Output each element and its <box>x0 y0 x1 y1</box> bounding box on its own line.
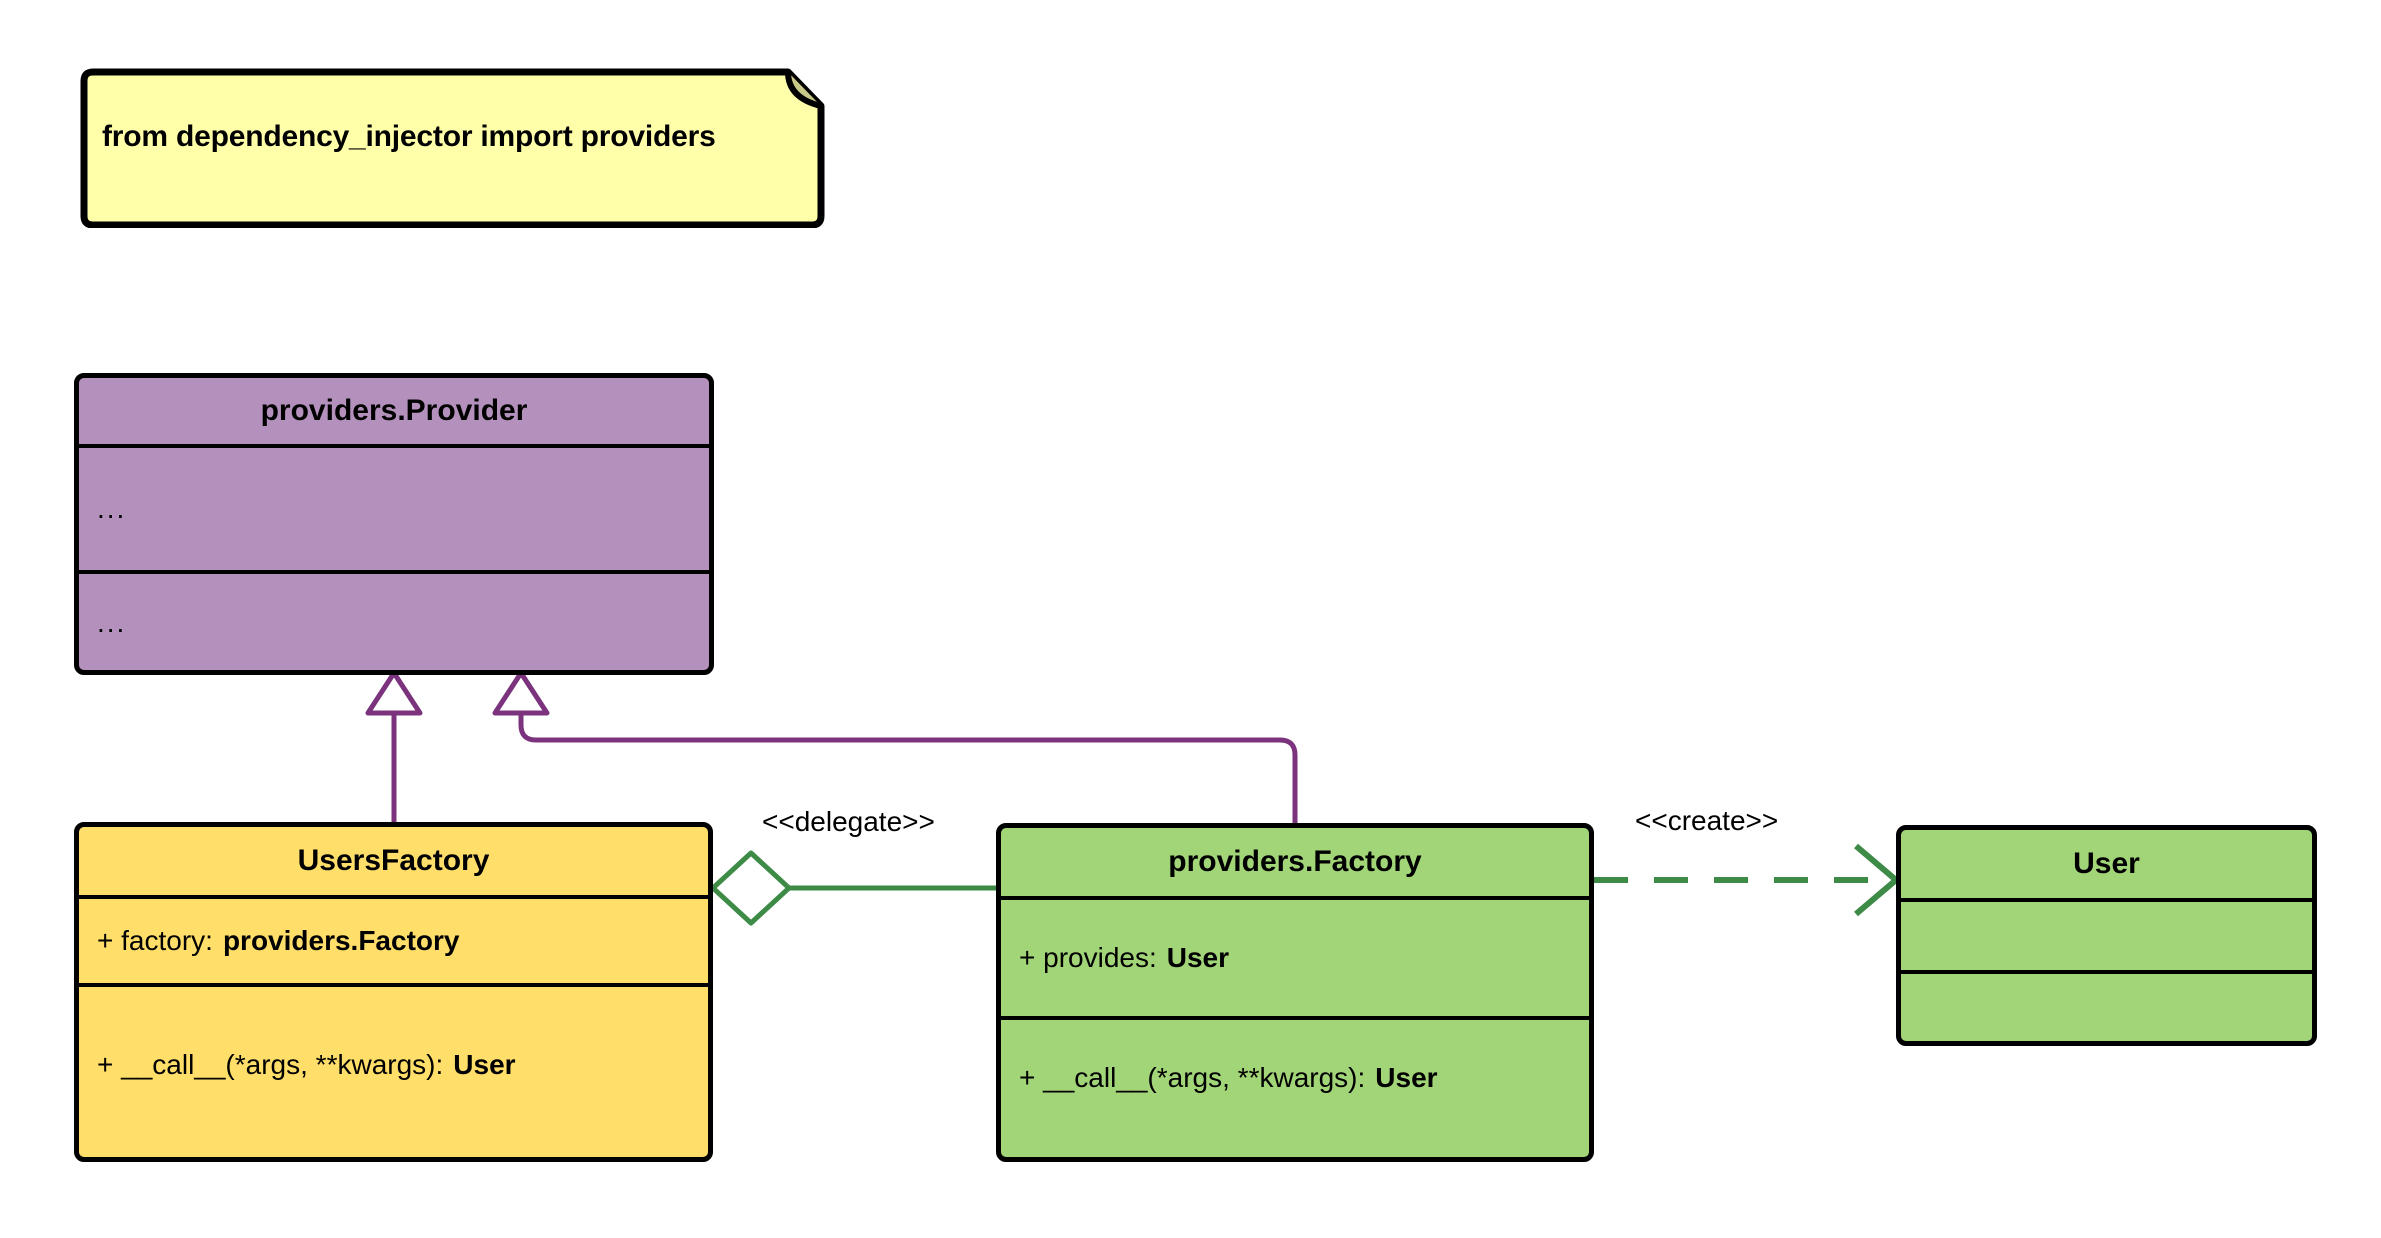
edge-label-delegate: <<delegate>> <box>762 806 935 837</box>
class-methods-providers-factory: + __call__(*args, **kwargs): User <box>1001 1016 1589 1157</box>
attribute-placeholder: ... <box>97 493 127 524</box>
attribute-type: User <box>1166 942 1230 973</box>
method-return-type: User <box>1375 1062 1438 1093</box>
method-return-type: User <box>453 1049 516 1080</box>
class-box-user[interactable]: User <box>1896 825 2317 1046</box>
class-attributes-user <box>1901 898 2312 970</box>
attribute-type: providers.Factory <box>222 925 460 956</box>
class-attributes-providers-factory: + provides: User <box>1001 896 1589 1016</box>
attribute-label: + provides: <box>1019 942 1157 973</box>
class-attributes-usersfactory: + factory: providers.Factory <box>79 895 708 983</box>
class-title-providers-provider: providers.Provider <box>260 394 528 427</box>
method-placeholder: ... <box>97 607 127 638</box>
attribute-label: + factory: <box>97 925 213 956</box>
class-attributes-providers-provider: ... <box>79 444 709 570</box>
method-label: + __call__(*args, **kwargs): <box>1019 1062 1366 1093</box>
class-title-providers-factory: providers.Factory <box>1168 845 1422 878</box>
note-fold-icon <box>785 71 822 109</box>
edge-usersfactory-inherits-provider <box>365 670 423 822</box>
edge-usersfactory-delegates-factory <box>710 850 996 926</box>
class-methods-providers-provider: ... <box>79 570 709 670</box>
class-title-usersfactory: UsersFactory <box>297 844 490 877</box>
note-import: from dependency_injector import provider… <box>74 68 825 229</box>
edge-factory-inherits-provider <box>492 670 1298 826</box>
class-box-providers-provider[interactable]: providers.Provider ... ... <box>74 373 714 675</box>
class-methods-user <box>1901 970 2312 1035</box>
edge-factory-creates-user <box>1594 843 1901 917</box>
class-title-user: User <box>2073 847 2140 880</box>
edge-label-create: <<create>> <box>1635 805 1779 836</box>
note-shape <box>80 68 825 229</box>
class-box-usersfactory[interactable]: UsersFactory + factory: providers.Factor… <box>74 822 713 1162</box>
method-label: + __call__(*args, **kwargs): <box>97 1049 444 1080</box>
class-box-providers-factory[interactable]: providers.Factory + provides: User + __c… <box>996 823 1594 1162</box>
note-text: from dependency_injector import provider… <box>102 120 716 153</box>
class-methods-usersfactory: + __call__(*args, **kwargs): User <box>79 983 708 1157</box>
